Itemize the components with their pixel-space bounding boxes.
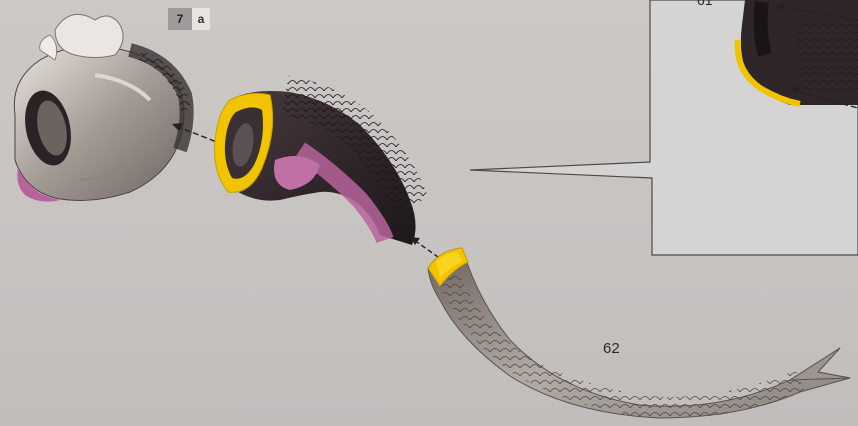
step-indicator: 7 a [168, 8, 210, 30]
step-letter: a [192, 8, 210, 30]
tail-part [428, 248, 850, 418]
inset-part-label: 61 [697, 0, 713, 8]
tail-part-label: 62 [603, 340, 620, 357]
neck-body-part [215, 91, 416, 245]
head-part [14, 14, 186, 201]
detail-inset-panel [470, 0, 858, 255]
step-number: 7 [168, 8, 192, 30]
